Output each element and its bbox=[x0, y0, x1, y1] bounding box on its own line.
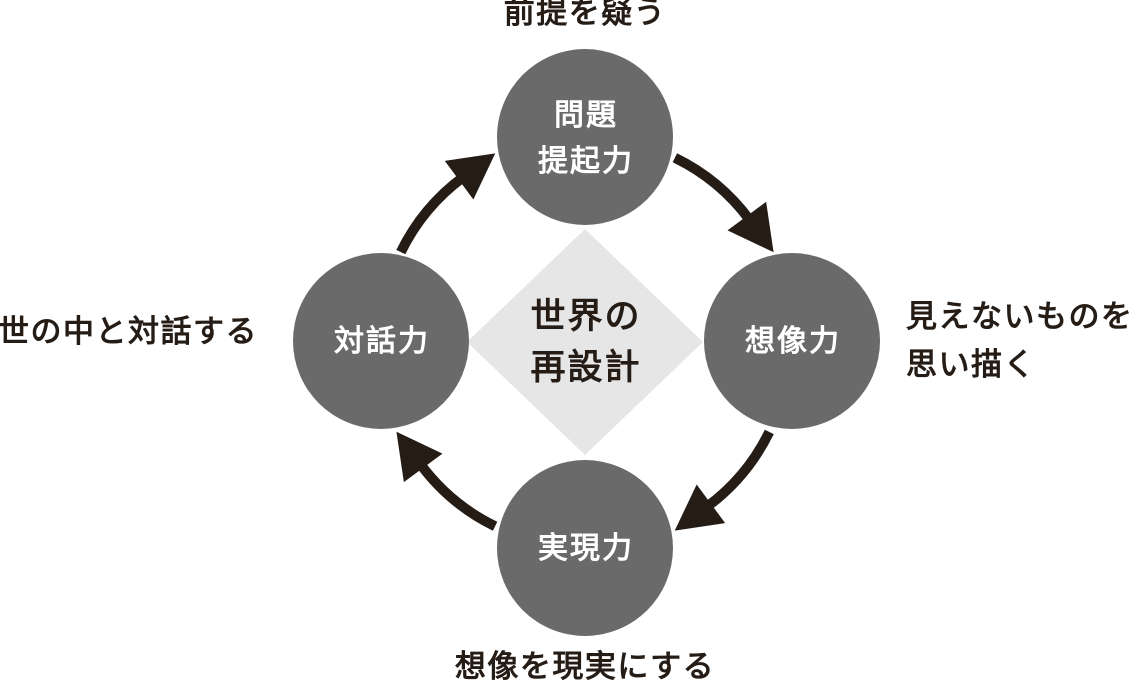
annotation-bottom: 想像を現実にする bbox=[454, 649, 716, 684]
node-circle-right bbox=[704, 253, 880, 429]
node-label-imagination: 想像力 bbox=[745, 325, 841, 358]
node-label-realization: 実現力 bbox=[538, 532, 634, 565]
arrow-bottom-to-left bbox=[396, 431, 498, 531]
node-label-problem-raising: 問題 提起力 bbox=[538, 99, 634, 178]
arrow-right-to-bottom bbox=[674, 429, 774, 531]
node-circle-left bbox=[293, 253, 469, 429]
node-circle-top bbox=[497, 49, 673, 225]
node-label-dialogue: 対話力 bbox=[334, 325, 430, 358]
center-label: 世界の 再設計 bbox=[530, 297, 642, 387]
arrow-top-to-right bbox=[672, 153, 774, 253]
annotation-right: 見えないものを 思い描く bbox=[906, 299, 1134, 382]
annotation-top: 前提を疑う bbox=[503, 0, 667, 30]
arrow-left-to-top bbox=[396, 153, 496, 255]
node-circle-bottom bbox=[497, 460, 673, 636]
center-diamond bbox=[467, 229, 703, 455]
annotation-left: 世の中と対話する bbox=[0, 314, 258, 349]
